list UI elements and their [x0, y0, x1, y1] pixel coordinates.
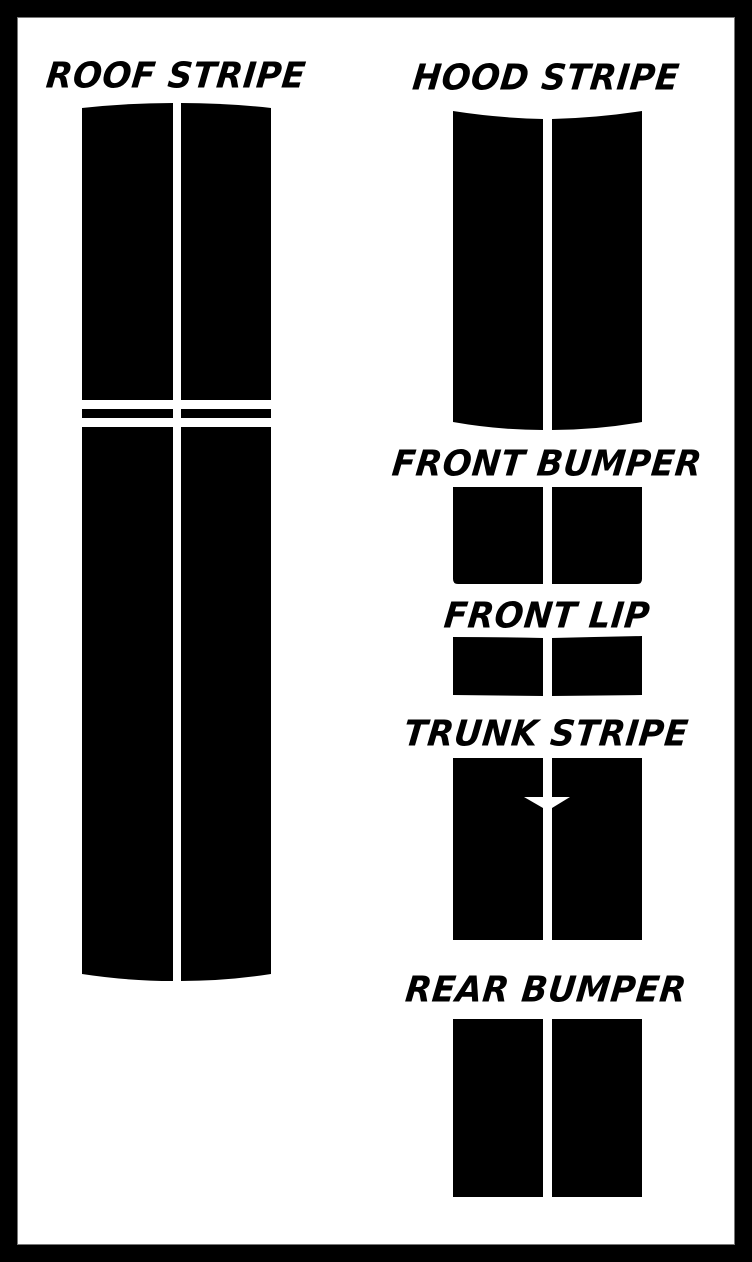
trunk-stripe-graphic	[453, 758, 642, 940]
front-bumper-graphic	[453, 487, 642, 584]
rear-bumper-graphic	[453, 1019, 642, 1197]
roof-stripe-graphic	[82, 103, 271, 981]
hood-stripe-graphic	[453, 111, 642, 430]
front-lip-graphic	[453, 636, 642, 696]
